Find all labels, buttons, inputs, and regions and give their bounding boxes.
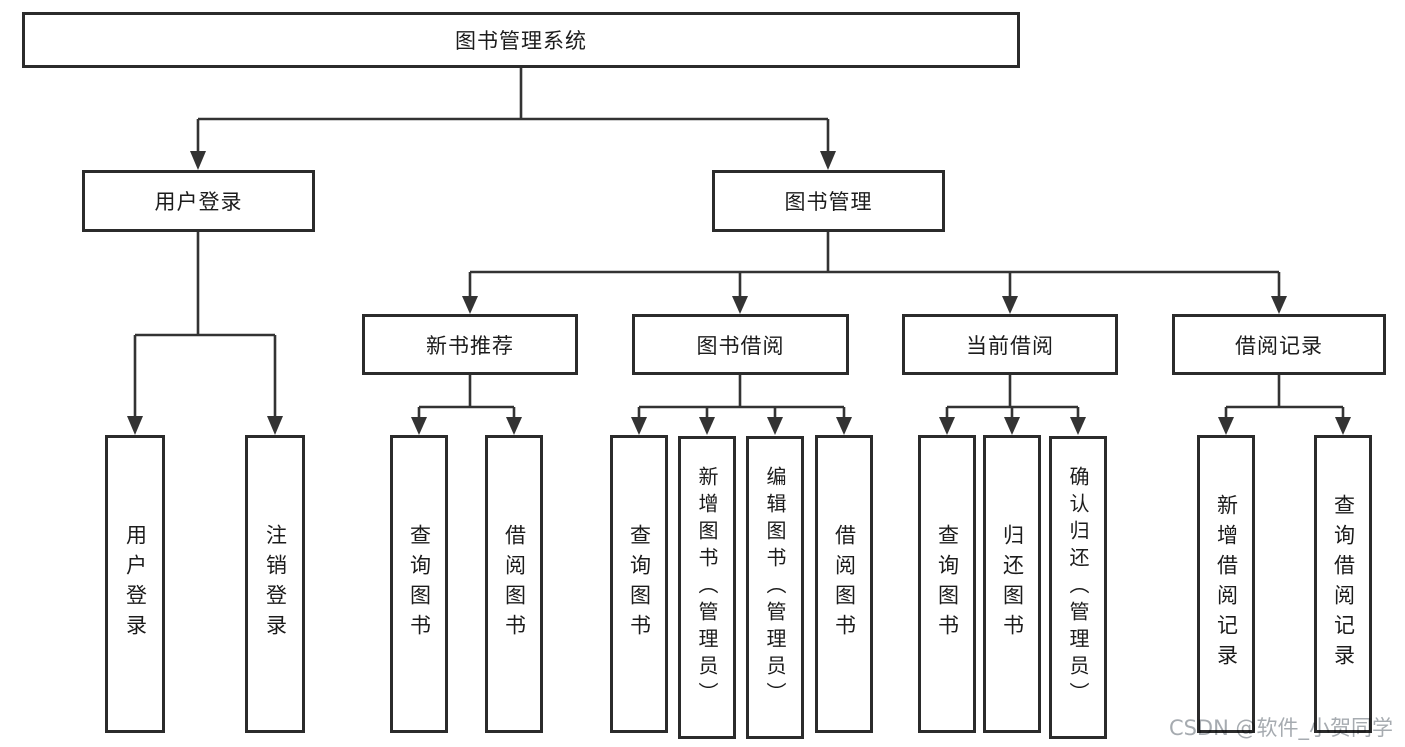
connector-current-borrow xyxy=(939,375,1086,435)
node-leaf-bb-borrow: 借阅图书 xyxy=(815,435,873,733)
node-leaf-nb-query: 查询图书 xyxy=(390,435,448,733)
node-leaf-nb-query-label: 查询图书 xyxy=(407,524,432,644)
node-user-login-label: 用户登录 xyxy=(154,190,243,214)
node-leaf-br-query-label: 查询借阅记录 xyxy=(1331,494,1356,674)
node-leaf-br-add: 新增借阅记录 xyxy=(1197,435,1255,733)
node-current-borrow-label: 当前借阅 xyxy=(966,333,1054,358)
node-leaf-nb-borrow: 借阅图书 xyxy=(485,435,543,733)
csdn-watermark: CSDN @软件_小贺同学 xyxy=(1168,716,1393,740)
node-book-mgmt-label: 图书管理 xyxy=(784,190,873,214)
node-user-login: 用户登录 xyxy=(82,170,315,232)
connector-root xyxy=(190,68,836,170)
node-borrow-records-label: 借阅记录 xyxy=(1235,333,1323,358)
node-leaf-bb-query-label: 查询图书 xyxy=(627,524,652,644)
connector-book-mgmt xyxy=(462,232,1287,314)
node-borrow-records: 借阅记录 xyxy=(1172,314,1386,375)
node-leaf-cb-confirm: 确认归还（管理员） xyxy=(1049,436,1107,739)
node-leaf-bb-edit: 编辑图书（管理员） xyxy=(746,436,804,739)
connector-new-book-rec xyxy=(411,375,522,435)
node-new-book-rec-label: 新书推荐 xyxy=(426,333,514,358)
node-leaf-cb-return: 归还图书 xyxy=(983,435,1041,733)
node-leaf-bb-borrow-label: 借阅图书 xyxy=(832,524,857,644)
node-leaf-cb-query: 查询图书 xyxy=(918,435,976,733)
node-leaf-bb-add: 新增图书（管理员） xyxy=(678,436,736,739)
node-current-borrow: 当前借阅 xyxy=(902,314,1118,375)
connector-borrow-records xyxy=(1218,375,1351,435)
node-leaf-br-query: 查询借阅记录 xyxy=(1314,435,1372,733)
node-leaf-br-add-label: 新增借阅记录 xyxy=(1214,494,1239,674)
node-leaf-logout-label: 注销登录 xyxy=(263,524,288,644)
connector-user-login xyxy=(127,232,283,435)
node-book-borrow-label: 图书借阅 xyxy=(696,333,785,358)
node-leaf-user-login-label: 用户登录 xyxy=(123,524,148,644)
node-leaf-cb-confirm-label: 确认归还（管理员） xyxy=(1066,466,1090,709)
node-book-mgmt: 图书管理 xyxy=(712,170,945,232)
node-leaf-user-login: 用户登录 xyxy=(105,435,165,733)
connector-book-borrow xyxy=(631,375,852,435)
node-new-book-rec: 新书推荐 xyxy=(362,314,578,375)
node-root-label: 图书管理系统 xyxy=(455,29,587,53)
node-leaf-cb-query-label: 查询图书 xyxy=(935,524,960,644)
node-leaf-logout: 注销登录 xyxy=(245,435,305,733)
node-leaf-cb-return-label: 归还图书 xyxy=(1000,524,1025,644)
node-leaf-nb-borrow-label: 借阅图书 xyxy=(502,524,527,644)
node-book-borrow: 图书借阅 xyxy=(632,314,849,375)
node-root: 图书管理系统 xyxy=(22,12,1020,68)
node-leaf-bb-add-label: 新增图书（管理员） xyxy=(695,466,719,709)
node-leaf-bb-query: 查询图书 xyxy=(610,435,668,733)
node-leaf-bb-edit-label: 编辑图书（管理员） xyxy=(763,466,787,709)
